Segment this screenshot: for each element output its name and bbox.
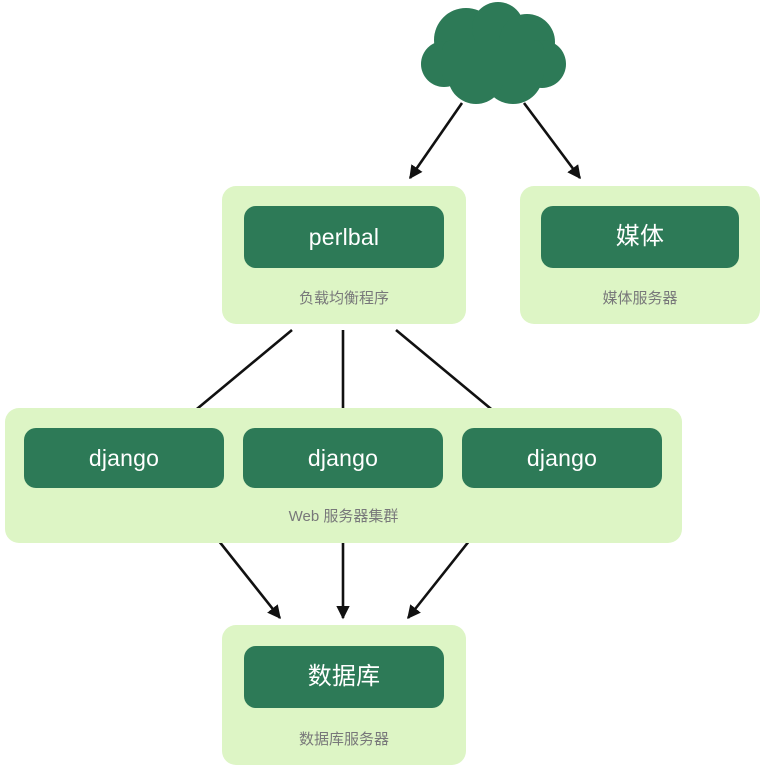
node-media-server-label: 媒体 [615,223,665,250]
node-perlbal-label: perlbal [308,223,380,250]
group-caption-load-balancer: 负载均衡程序 [298,290,389,307]
group-caption-web-cluster: Web 服务器集群 [288,508,399,525]
node-django-1[interactable]: django [24,428,224,488]
edge-cloud-to-loadbalancer [408,102,464,180]
edge-cloud-to-media [522,102,582,180]
group-caption-media: 媒体服务器 [602,290,678,307]
node-django-3-label: django [526,444,598,471]
cloud-icon [418,2,568,108]
node-perlbal[interactable]: perlbal [244,206,444,268]
node-database[interactable]: 数据库 [244,646,444,708]
node-django-2-label: django [307,444,379,471]
node-django-3[interactable]: django [462,428,662,488]
node-django-1-label: django [88,444,160,471]
node-database-label: 数据库 [307,663,381,690]
node-media-server[interactable]: 媒体 [541,206,739,268]
group-caption-database: 数据库服务器 [298,731,389,748]
node-django-2[interactable]: django [243,428,443,488]
